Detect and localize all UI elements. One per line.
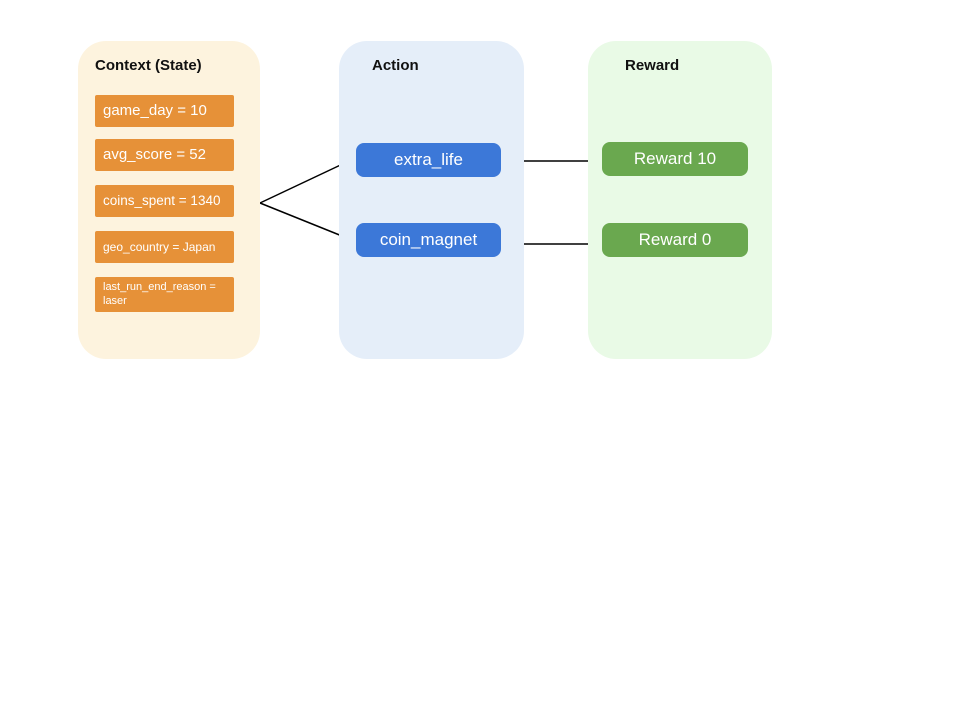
- context-item-geo-country: geo_country = Japan: [95, 231, 234, 263]
- action-box-extra-life: extra_life: [356, 143, 501, 177]
- context-item-label: avg_score = 52: [103, 146, 206, 163]
- context-state-panel: Context (State) game_day = 10 avg_score …: [78, 41, 260, 359]
- reward-label: Reward 10: [633, 149, 717, 168]
- context-panel-title: Context (State): [95, 57, 202, 74]
- context-item-label: game_day = 10: [103, 102, 207, 119]
- reward-box-reward-0: Reward 0: [602, 223, 748, 257]
- reward-label: Reward 0: [638, 230, 712, 249]
- connector-context-to-coin-magnet: [259, 202, 343, 237]
- context-item-avg-score: avg_score = 52: [95, 139, 234, 171]
- context-item-coins-spent: coins_spent = 1340: [95, 185, 234, 217]
- context-item-label: coins_spent = 1340: [103, 192, 221, 208]
- reward-panel-title: Reward: [625, 57, 680, 74]
- context-item-game-day: game_day = 10: [95, 95, 234, 127]
- reward-box-reward-10: Reward 10: [602, 142, 748, 176]
- context-item-label: last_run_end_reason = laser: [103, 281, 216, 307]
- context-item-label: geo_country = Japan: [103, 239, 216, 254]
- action-box-coin-magnet: coin_magnet: [356, 223, 501, 257]
- context-item-last-run-end-reason: last_run_end_reason = laser: [95, 277, 234, 312]
- action-label: coin_magnet: [379, 230, 478, 249]
- reward-panel: Reward Reward 10 Reward 0: [588, 41, 772, 359]
- action-panel: Action extra_life coin_magnet: [339, 41, 524, 359]
- action-panel-title: Action: [372, 57, 419, 74]
- connector-context-to-extra-life: [259, 160, 350, 204]
- action-label: extra_life: [394, 150, 463, 169]
